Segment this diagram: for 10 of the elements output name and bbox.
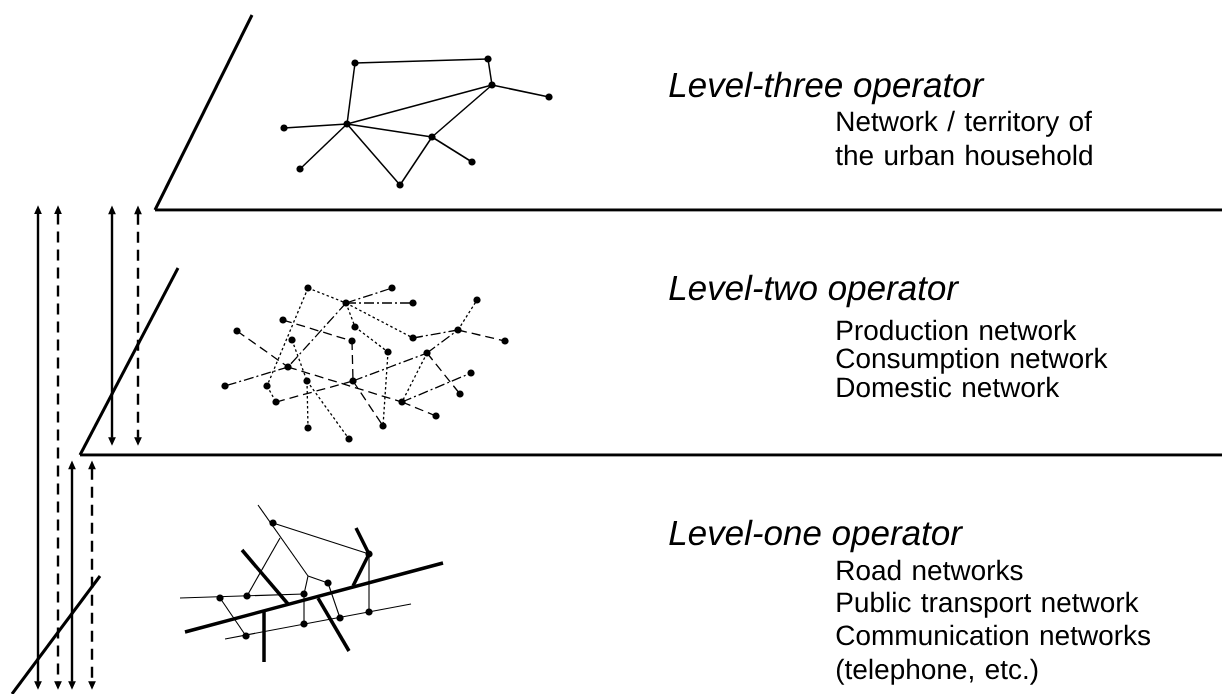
description-text: Consumption network [836, 347, 1108, 374]
description-text: Communication networks (telephone, etc.) [836, 624, 1151, 685]
description-text: Road networks [837, 559, 1023, 581]
description-text: Public transport network [837, 591, 1139, 618]
description-text: Network / territory of the urban household [835, 110, 1092, 166]
level-heading: Level-one operator [669, 519, 964, 553]
description-text: Domestic network [837, 376, 1060, 398]
description-text: Production network [837, 319, 1077, 341]
level-heading: Level-three operator [669, 71, 985, 105]
level-heading: Level-two operator [669, 274, 960, 308]
